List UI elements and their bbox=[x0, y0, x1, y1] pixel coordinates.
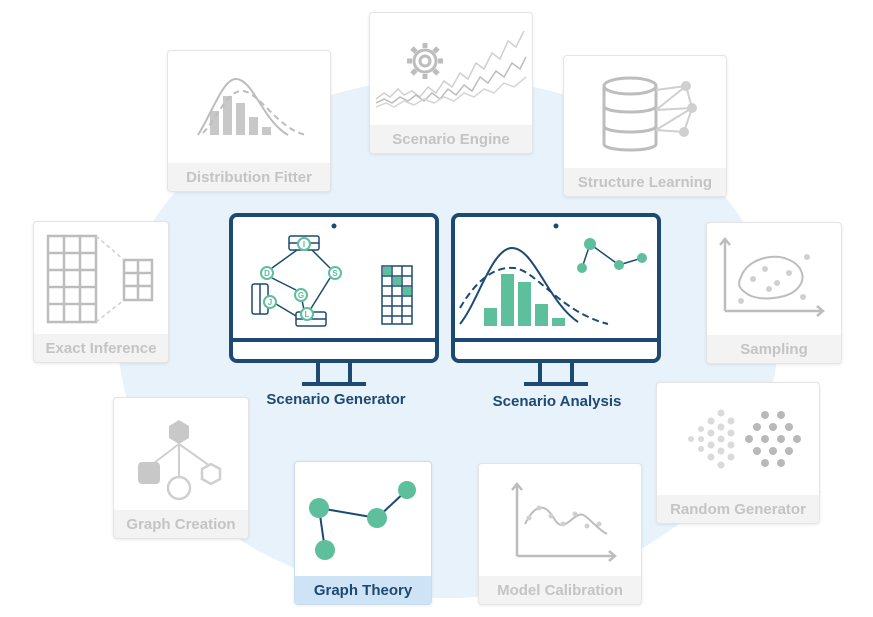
card-label: Scenario Engine bbox=[370, 125, 532, 153]
camera-dot bbox=[553, 223, 559, 229]
card-label: Exact Inference bbox=[34, 334, 168, 362]
gear-timeseries-icon bbox=[375, 30, 527, 108]
shapes-tree-icon bbox=[138, 420, 222, 501]
graph-node-label: L bbox=[305, 310, 310, 319]
card-random-generator[interactable]: Random Generator bbox=[656, 382, 820, 524]
graph-node-label: S bbox=[332, 269, 338, 278]
dots-pattern-icon bbox=[688, 409, 801, 469]
scenario-analysis-label: Scenario Analysis bbox=[492, 393, 622, 410]
card-label: Graph Creation bbox=[114, 510, 248, 538]
fitted-curve bbox=[459, 266, 609, 325]
table-zoom-icon bbox=[46, 234, 154, 324]
card-label: Model Calibration bbox=[479, 576, 641, 604]
card-label: Graph Theory bbox=[295, 576, 431, 604]
histogram-curve-icon bbox=[197, 77, 307, 136]
card-label: Random Generator bbox=[657, 495, 819, 523]
card-exact-inference[interactable]: Exact Inference bbox=[33, 221, 169, 363]
density-curve bbox=[459, 246, 579, 325]
card-label: Structure Learning bbox=[564, 168, 726, 196]
database-network-icon bbox=[602, 76, 697, 152]
card-sampling[interactable]: Sampling bbox=[706, 222, 842, 364]
monitor-scenario-analysis bbox=[451, 213, 661, 386]
histogram-bars bbox=[484, 274, 565, 326]
graph-node-label: J bbox=[268, 298, 272, 307]
monitor-scenario-generator: I D S G J L bbox=[229, 213, 439, 386]
card-graph-theory[interactable]: Graph Theory bbox=[294, 461, 432, 605]
scatter-sampling-icon bbox=[719, 237, 825, 317]
card-distribution-fitter[interactable]: Distribution Fitter bbox=[167, 50, 331, 192]
graph-node-label: G bbox=[298, 291, 304, 300]
card-model-calibration[interactable]: Model Calibration bbox=[478, 463, 642, 605]
graph-node-label: I bbox=[303, 240, 305, 249]
card-graph-creation[interactable]: Graph Creation bbox=[113, 397, 249, 539]
calibration-curve-icon bbox=[511, 482, 617, 562]
graph-node-label: D bbox=[264, 269, 270, 278]
graph-nodes-icon bbox=[309, 481, 416, 560]
card-label: Distribution Fitter bbox=[168, 163, 330, 191]
table-grid-icon bbox=[381, 265, 413, 325]
camera-dot bbox=[331, 223, 337, 229]
scenario-generator-label: Scenario Generator bbox=[266, 391, 406, 408]
card-label: Sampling bbox=[707, 335, 841, 363]
card-scenario-engine[interactable]: Scenario Engine bbox=[369, 12, 533, 154]
card-structure-learning[interactable]: Structure Learning bbox=[563, 55, 727, 197]
